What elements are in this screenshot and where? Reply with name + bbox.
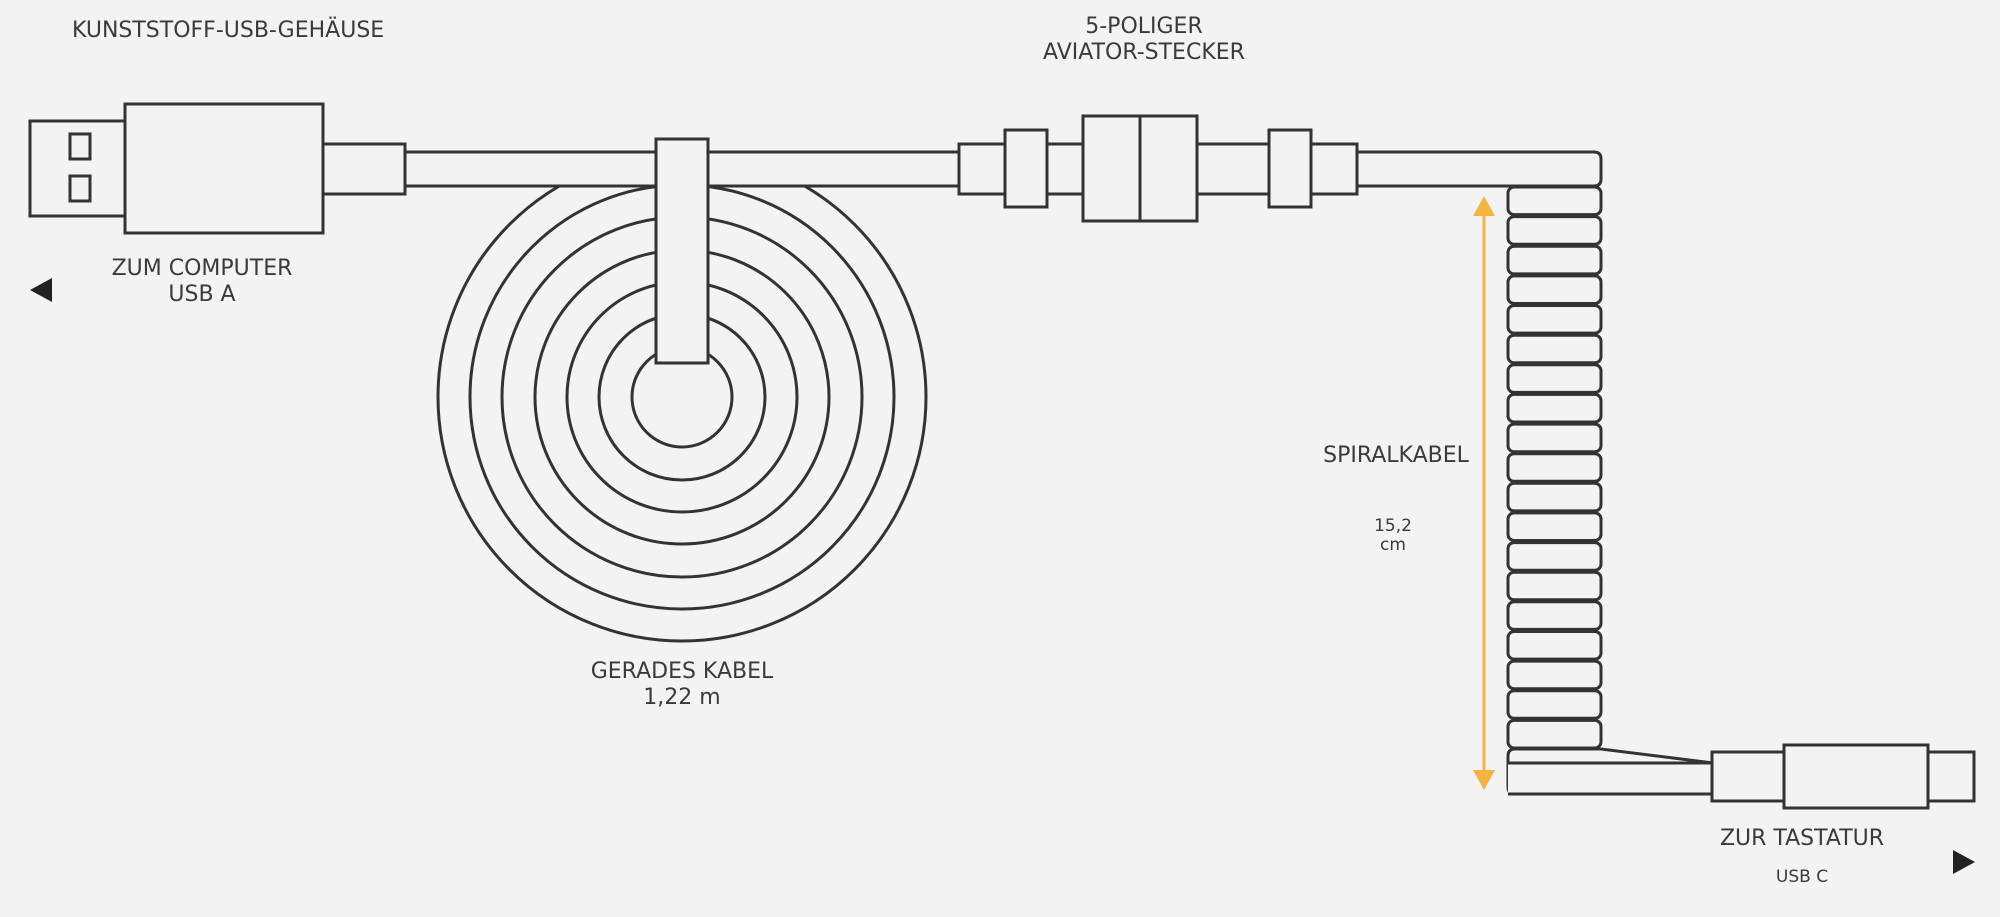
coil-loop [1506,363,1603,394]
coil-loop [1506,452,1603,483]
coil-length-label: 15,2 cm [1343,517,1443,555]
coil-cable-label: SPIRALKABEL [1323,443,1469,468]
coil-loop [1506,659,1603,691]
coil-length-unit: cm [1380,535,1406,555]
coil-loop [1506,511,1603,543]
coil-loop [1506,600,1603,631]
coil-loop [1506,570,1603,602]
cable-tie [654,137,710,365]
coil-loop [1506,185,1603,217]
aviator-label-line2: AVIATOR-STECKER [1043,40,1245,65]
aviator-connector [957,114,1359,223]
coil-loop [1506,304,1603,335]
coil-loop [1506,689,1603,720]
coil-length-value: 15,2 [1374,516,1412,536]
usb-a-connector [28,102,407,235]
coil-loop [1506,481,1603,513]
straight-cable-label: GERADES KABEL 1,22 m [542,659,822,711]
keyboard-label: ZUR TASTATUR [1719,826,1885,851]
aviator-label-line1: 5-POLIGER [1085,14,1203,39]
coil-loop [1506,718,1603,750]
coil-loop [1506,333,1603,365]
coil-loop [1506,630,1603,661]
coil-loop [1506,274,1603,305]
coil-loop [1506,422,1603,454]
coil-loop [1506,215,1603,246]
triangle-left-icon [30,278,52,302]
coil-loop [1506,244,1603,276]
usb-c-connector [1710,743,1976,810]
computer-label: ZUM COMPUTER USB A [62,256,342,308]
coil-loop [1506,392,1603,424]
computer-label-line2: USB A [168,282,236,307]
triangle-right-icon [1953,850,1975,874]
coil-cable [1506,185,1603,750]
usb-housing-label: KUNSTSTOFF-USB-GEHÄUSE [72,18,385,43]
cable-to-coil [1355,150,1603,188]
coil-loop [1506,541,1603,572]
computer-label-line1: ZUM COMPUTER [111,256,293,281]
usb-c-label: USB C [1775,867,1829,887]
coil-length-arrow [1473,196,1495,790]
straight-cable-label-line2: 1,22 m [643,685,721,710]
straight-cable-label-line1: GERADES KABEL [590,659,774,684]
aviator-label: 5-POLIGER AVIATOR-STECKER [1004,14,1284,66]
